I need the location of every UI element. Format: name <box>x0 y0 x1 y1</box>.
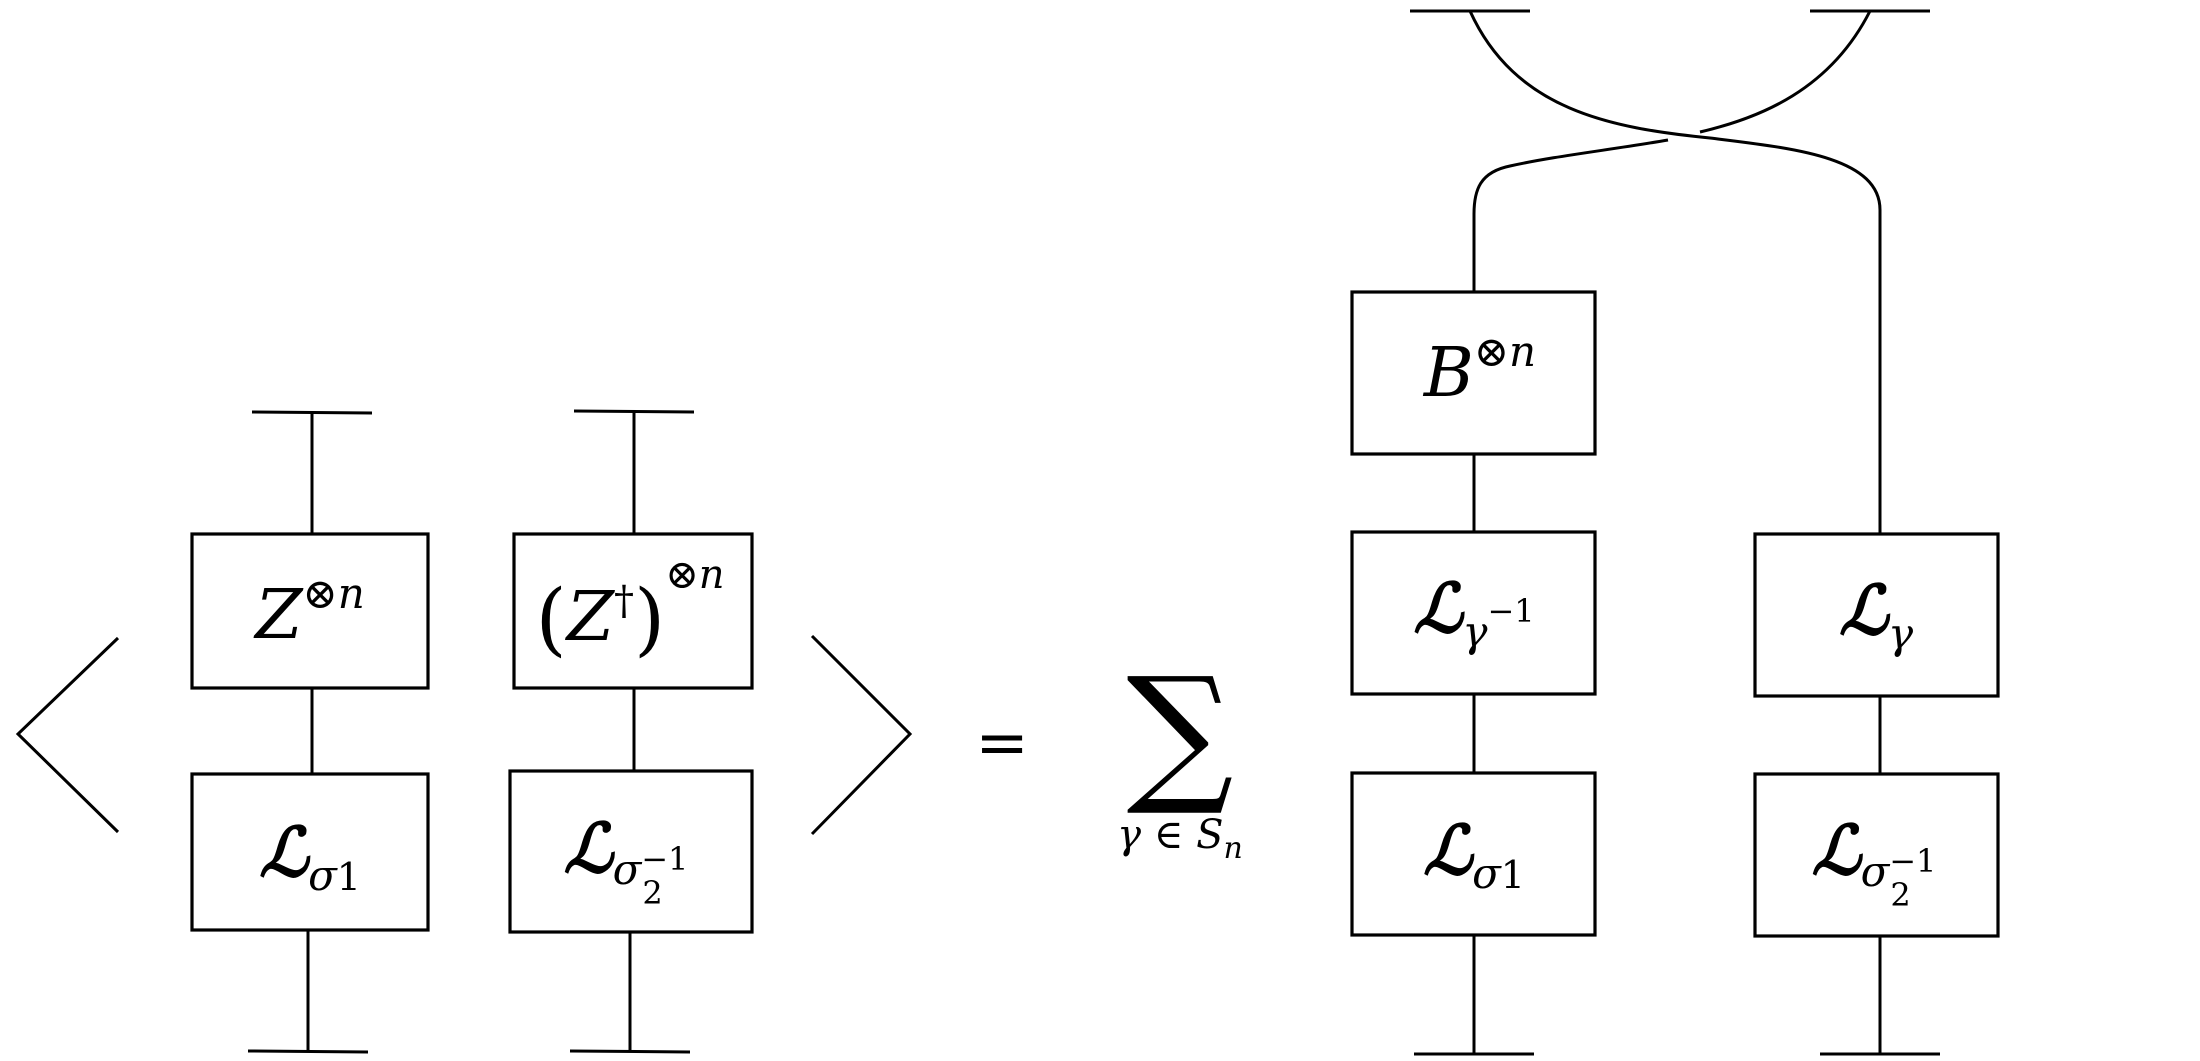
right-angle-bracket <box>810 634 913 836</box>
l-sigma1-box <box>190 772 430 932</box>
under-strand-lower <box>1472 138 1669 292</box>
over-strand <box>1468 10 1882 534</box>
l-sigma1-box <box>1350 771 1597 937</box>
bottom-terminal <box>569 1049 691 1054</box>
z-dagger-tensor-power-label: (Z†)⊗n <box>536 552 725 665</box>
left-angle-bracket <box>15 636 120 834</box>
b-tensor-power-box <box>1350 290 1597 456</box>
z-tensor-power-box <box>190 532 430 690</box>
l-sigma2-inverse-box <box>508 769 754 934</box>
l-gamma-box <box>1753 532 2000 698</box>
summation: ∑ γ ∈ Sn <box>1117 646 1243 866</box>
l-gamma-inverse-box <box>1350 530 1597 696</box>
z-dagger-tensor-power-box <box>512 532 754 690</box>
rhs-strand-left: B⊗n ℒγ−1 ℒσ1 <box>1350 290 1597 1056</box>
l-sigma2-inverse-box <box>1753 772 2000 938</box>
l-gamma-label: ℒγ <box>1839 571 1914 658</box>
equals-sign: = <box>975 706 1029 780</box>
bottom-terminal <box>247 1049 369 1054</box>
lhs-strand-left: Z⊗n ℒσ1 <box>190 410 430 1054</box>
b-tensor-power-label: B⊗n <box>1422 327 1536 413</box>
sigma-symbol: ∑ <box>1126 646 1233 820</box>
sum-index: γ ∈ Sn <box>1117 812 1243 866</box>
wire-crossing <box>1410 9 1930 534</box>
l-sigma1-label: ℒσ1 <box>1423 811 1525 898</box>
l-sigma1-label: ℒσ1 <box>259 813 361 900</box>
l-gamma-inverse-label: ℒγ−1 <box>1413 569 1534 656</box>
z-tensor-power-label: Z⊗n <box>253 569 365 655</box>
under-strand-upper <box>1699 10 1872 134</box>
